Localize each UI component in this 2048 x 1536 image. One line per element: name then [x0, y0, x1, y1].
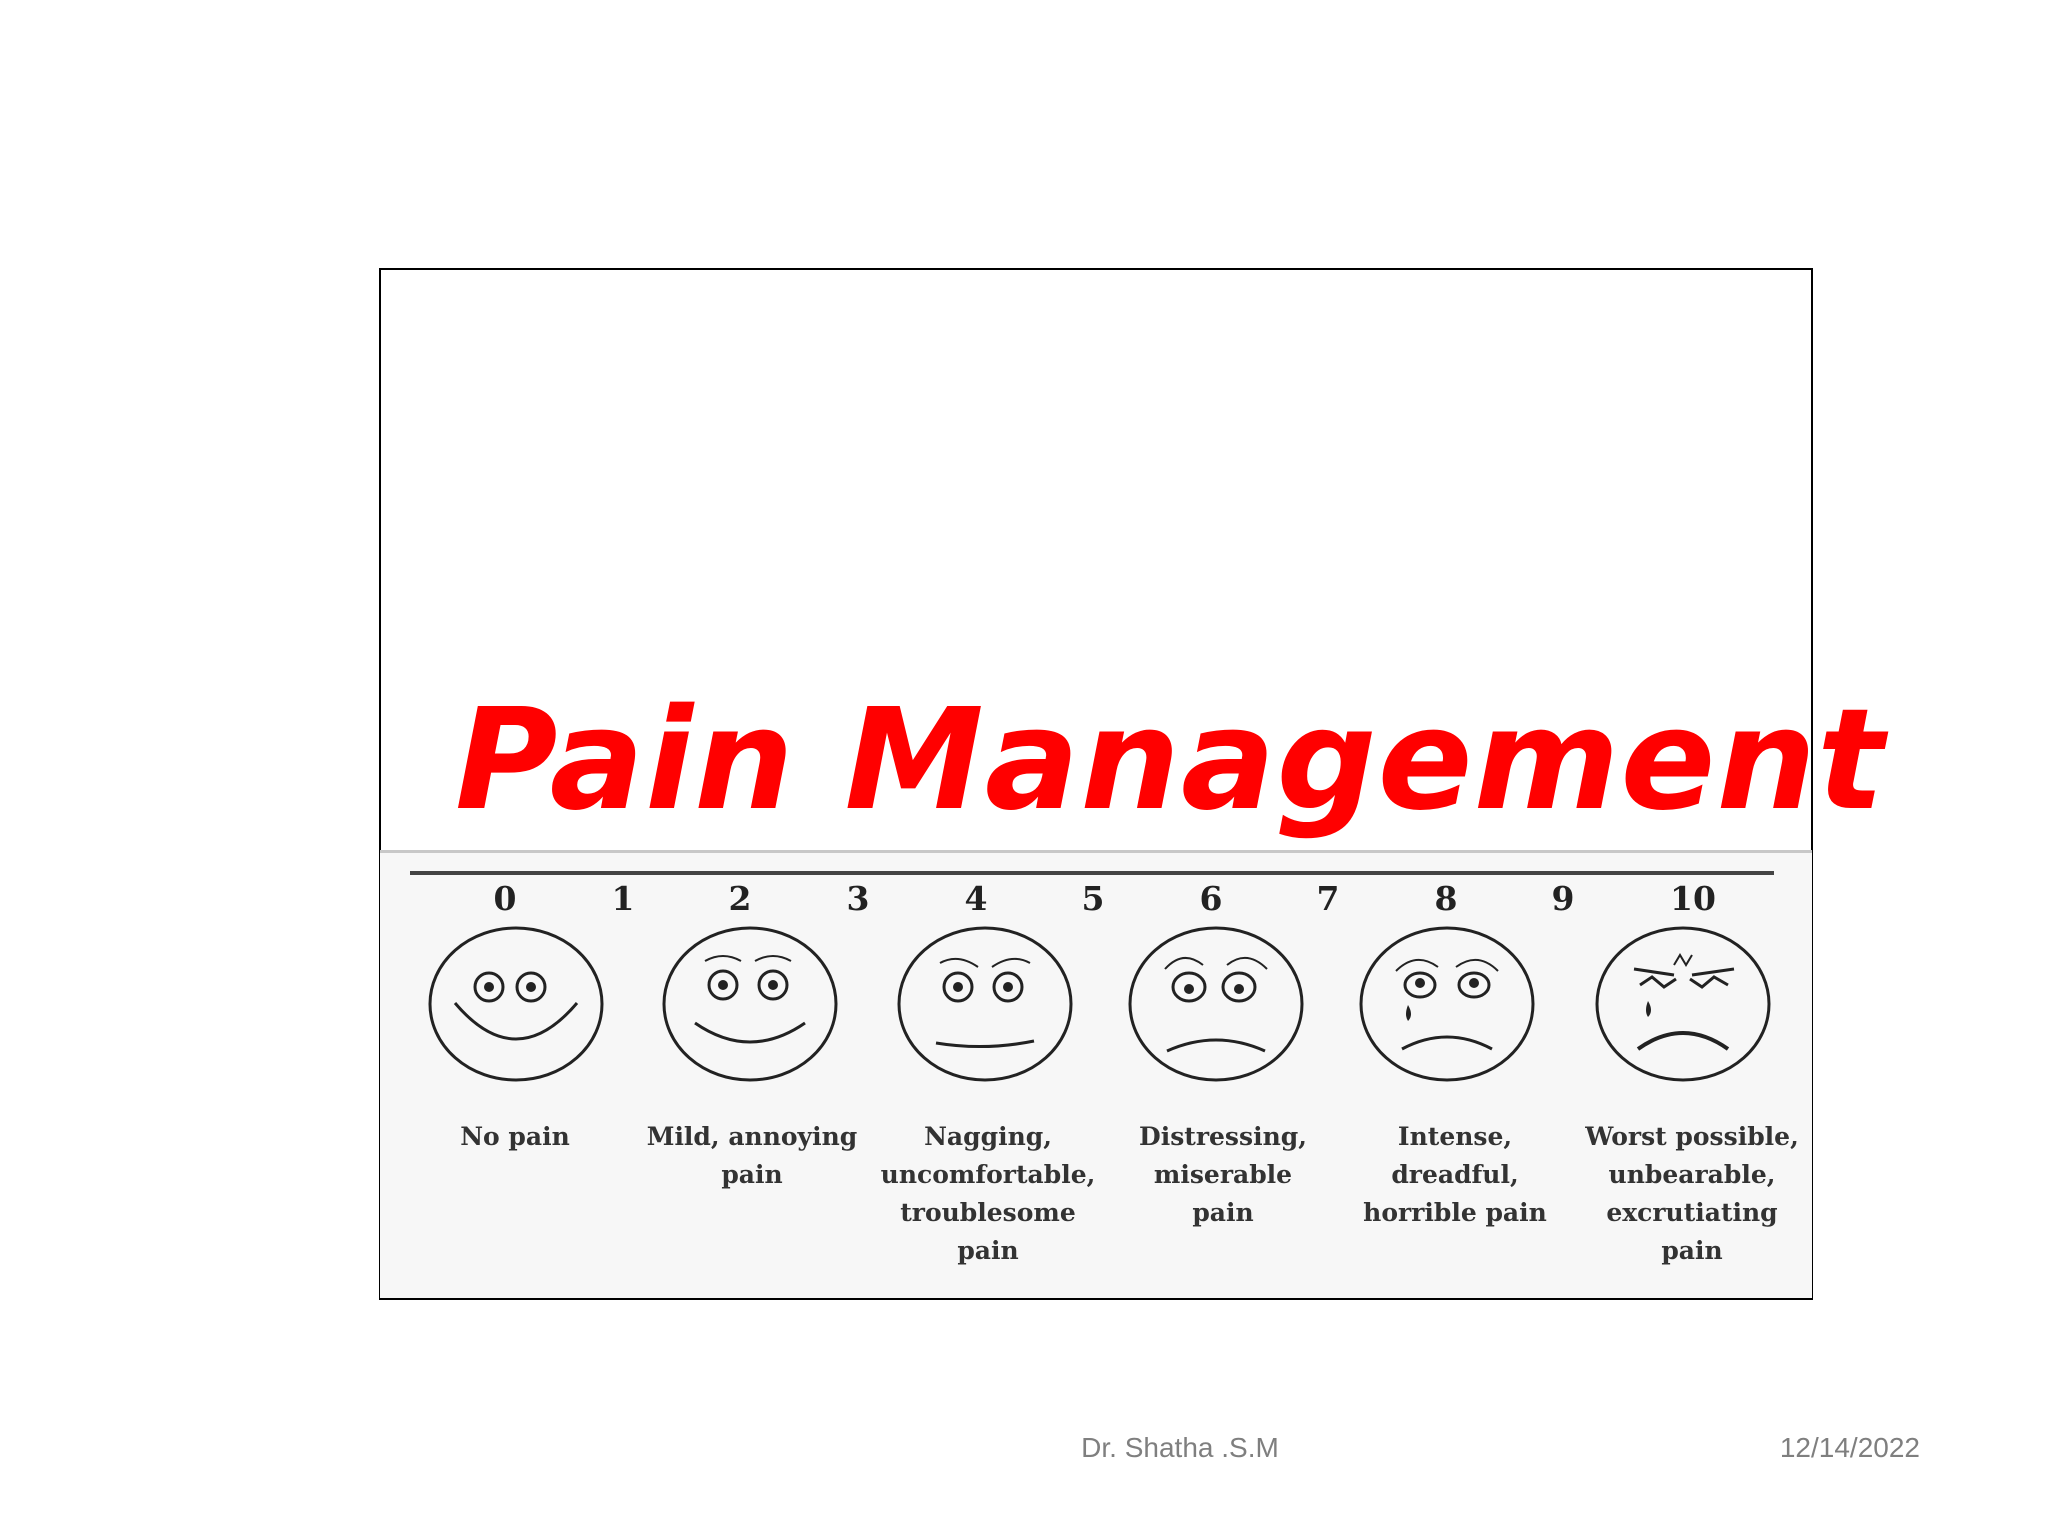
neutral-face-icon [896, 925, 1074, 1083]
crying-face-icon [1358, 925, 1536, 1083]
scale-number-7: 7 [1316, 879, 1340, 918]
scale-number-4: 4 [964, 879, 988, 918]
pain-scale-chart: 0 1 2 3 4 5 6 7 8 9 10 [380, 850, 1812, 1298]
frowning-face-icon [1127, 925, 1305, 1083]
pain-label-0: No pain [460, 1122, 570, 1151]
scale-number-3: 3 [846, 879, 870, 918]
footer-date: 12/14/2022 [1779, 1432, 1920, 1463]
footer-author: Dr. Shatha .S.M [1081, 1432, 1279, 1463]
slight-smile-face-icon [661, 925, 839, 1083]
pain-label-6: Distressing, miserable pain [1139, 1122, 1307, 1227]
scale-number-9: 9 [1551, 879, 1575, 918]
scale-number-6: 6 [1199, 879, 1223, 918]
pain-label-2: Mild, annoying pain [646, 1122, 858, 1189]
slide-title: Pain Management [455, 679, 1886, 842]
anguished-crying-face-icon [1594, 925, 1772, 1083]
scale-number-1: 1 [611, 879, 635, 918]
scale-line [410, 871, 1774, 875]
smiling-face-icon [427, 925, 605, 1083]
scale-number-8: 8 [1434, 879, 1458, 918]
scale-number-2: 2 [728, 879, 752, 918]
pain-label-10: Worst possible, unbearable, excrutiating… [1585, 1122, 1799, 1265]
scale-number-10: 10 [1670, 879, 1716, 918]
scale-number-5: 5 [1081, 879, 1105, 918]
pain-label-4: Nagging, uncomfortable, troublesome pain [880, 1122, 1096, 1265]
pain-label-8: Intense, dreadful, horrible pain [1363, 1122, 1547, 1227]
scale-number-0: 0 [493, 879, 517, 918]
